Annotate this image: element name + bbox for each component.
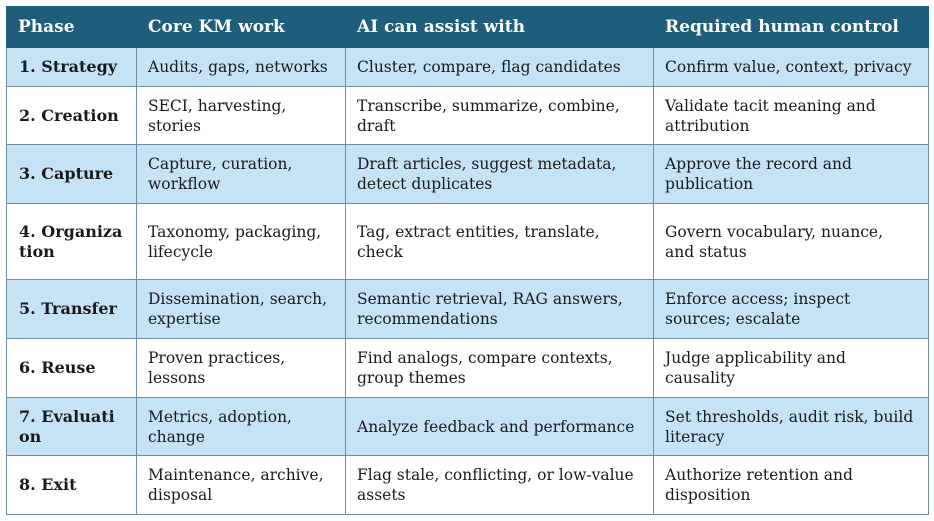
ai-assist-cell: Analyze feedback and performance (345, 397, 654, 456)
lifecycle-table-container: Phase Core KM work AI can assist with Re… (6, 6, 929, 515)
human-control-cell: Enforce access; inspect sources; escalat… (653, 279, 929, 339)
ai-assist-cell: Draft articles, suggest metadata, detect… (345, 144, 654, 204)
core-km-cell: Taxonomy, packaging, lifecycle (136, 203, 346, 280)
table-row: 8. Exit Maintenance, archive, disposal F… (6, 455, 929, 515)
phase-cell: 2. Creation (6, 86, 137, 145)
core-km-cell: Proven practices, lessons (136, 338, 346, 398)
phase-cell: 3. Capture (6, 144, 137, 204)
header-phase: Phase (6, 6, 137, 48)
human-control-cell: Authorize retention and disposition (653, 455, 929, 515)
core-km-cell: Audits, gaps, networks (136, 47, 346, 87)
table-row: 1. Strategy Audits, gaps, networks Clust… (6, 47, 929, 87)
ai-assist-cell: Semantic retrieval, RAG answers, recomme… (345, 279, 654, 339)
human-control-cell: Judge applicability and causality (653, 338, 929, 398)
table-row: 4. Organization Taxonomy, packaging, lif… (6, 203, 929, 280)
header-ai-assist: AI can assist with (345, 6, 654, 48)
ai-assist-cell: Find analogs, compare contexts, group th… (345, 338, 654, 398)
phase-cell: 4. Organization (6, 203, 137, 280)
phase-cell: 1. Strategy (6, 47, 137, 87)
phase-cell: 6. Reuse (6, 338, 137, 398)
table-row: 2. Creation SECI, harvesting, stories Tr… (6, 86, 929, 145)
ai-assist-cell: Tag, extract entities, translate, check (345, 203, 654, 280)
human-control-cell: Approve the record and publication (653, 144, 929, 204)
ai-assist-cell: Transcribe, summarize, combine, draft (345, 86, 654, 145)
table-header-row: Phase Core KM work AI can assist with Re… (6, 6, 929, 48)
core-km-cell: Metrics, adoption, change (136, 397, 346, 456)
ai-assist-cell: Flag stale, conflicting, or low-value as… (345, 455, 654, 515)
header-human-control: Required human control (653, 6, 929, 48)
table-row: 5. Transfer Dissemination, search, exper… (6, 279, 929, 339)
human-control-cell: Confirm value, context, privacy (653, 47, 929, 87)
human-control-cell: Set thresholds, audit risk, build litera… (653, 397, 929, 456)
phase-cell: 7. Evaluation (6, 397, 137, 456)
header-core-km-work: Core KM work (136, 6, 346, 48)
table-row: 6. Reuse Proven practices, lessons Find … (6, 338, 929, 398)
ai-assist-cell: Cluster, compare, flag candidates (345, 47, 654, 87)
km-lifecycle-table: Phase Core KM work AI can assist with Re… (6, 6, 929, 515)
core-km-cell: SECI, harvesting, stories (136, 86, 346, 145)
core-km-cell: Capture, curation, workflow (136, 144, 346, 204)
human-control-cell: Validate tacit meaning and attribution (653, 86, 929, 145)
core-km-cell: Maintenance, archive, disposal (136, 455, 346, 515)
phase-cell: 8. Exit (6, 455, 137, 515)
core-km-cell: Dissemination, search, expertise (136, 279, 346, 339)
phase-cell: 5. Transfer (6, 279, 137, 339)
table-row: 7. Evaluation Metrics, adoption, change … (6, 397, 929, 456)
table-row: 3. Capture Capture, curation, workflow D… (6, 144, 929, 204)
human-control-cell: Govern vocabulary, nuance, and status (653, 203, 929, 280)
